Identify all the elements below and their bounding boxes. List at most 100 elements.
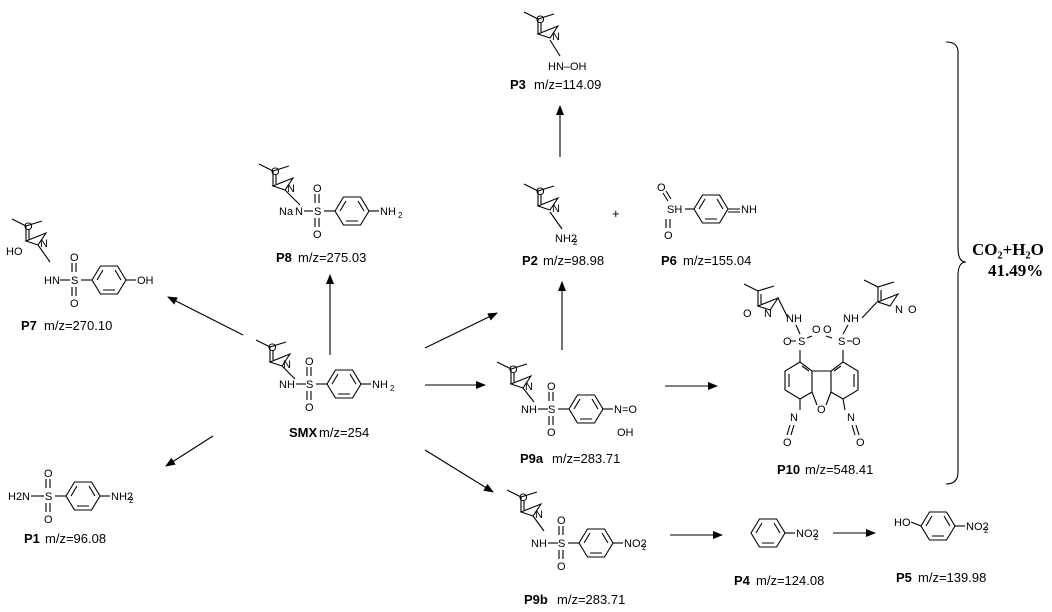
atom-s: S [558, 538, 565, 550]
atom-n: N [764, 308, 772, 320]
atom-hn: HN [44, 275, 60, 287]
mz-p4: m/z=124.08 [756, 573, 824, 588]
atom-o: O [783, 437, 792, 449]
atom-o: O [519, 492, 528, 504]
atom-o: O [852, 336, 861, 348]
atom-o: O [44, 514, 53, 526]
atom-n: N [790, 412, 798, 424]
mz-p7: m/z=270.10 [44, 318, 112, 333]
subscript-2: 2 [573, 238, 578, 247]
compound-p9a: O N NH S O O N=O OH P9a m/z=283.71 [496, 361, 637, 466]
arrow-smx-to-p9b [424, 449, 494, 493]
label-p7: P7 [21, 318, 37, 333]
atom-n: N [283, 359, 291, 371]
atom-nh: NH [531, 538, 547, 550]
atom-s: S [548, 404, 555, 416]
mz-p5: m/z=139.98 [918, 570, 986, 585]
arrow-smx-to-p1 [165, 435, 214, 467]
bracket [945, 41, 967, 485]
atom-no2: NO2 [966, 521, 989, 533]
atom-o: O [557, 561, 566, 573]
mz-p6: m/z=155.04 [683, 253, 751, 268]
compound-p7: O N HO HN S O O OH P7 m/z=270.10 [6, 218, 154, 333]
atom-o: O [70, 298, 79, 310]
atom-no2: NO2 [796, 528, 819, 540]
label-p2: P2 [522, 253, 538, 268]
mz-p8: m/z=275.03 [298, 250, 366, 265]
reaction-arrows [165, 105, 876, 539]
atom-o-furan: O [817, 404, 826, 416]
subscript-2: 2 [814, 533, 819, 542]
mineralization-products: CO₂+H₂O [972, 240, 1044, 259]
atom-oh: OH [617, 427, 634, 439]
compound-p1: H2N S O O NH2 2 P1 m/z=96.08 [8, 468, 134, 546]
atom-o: O [657, 182, 666, 194]
compound-p9b: O N NH S O O NO2 2 P9b m/z=283.71 [506, 489, 647, 607]
atom-n: N [287, 183, 295, 195]
atom-n-dbl-o: N=O [614, 404, 637, 416]
compound-smx: O N NH S O O NH 2 SMX m/z=254 [255, 339, 395, 440]
label-p3: P3 [510, 77, 526, 92]
subscript-2: 2 [398, 211, 403, 220]
mz-p3: m/z=114.09 [534, 77, 601, 92]
atom-n: N [295, 206, 303, 218]
atom-o: O [536, 14, 545, 26]
atom-o: O [44, 468, 53, 480]
atom-s: S [45, 491, 52, 503]
label-p9b: P9b [524, 592, 548, 607]
label-p5: P5 [896, 570, 912, 585]
atom-s: S [314, 206, 321, 218]
atom-o: O [70, 252, 79, 264]
compound-p8: O N Na N S O O NH 2 P8 m/z=275.03 [258, 163, 403, 265]
atom-s: S [306, 379, 313, 391]
mz-p2: m/z=98.98 [543, 253, 604, 268]
mz-smx: m/z=254 [319, 425, 369, 440]
atom-s: S [798, 336, 805, 348]
atom-n: N [525, 381, 533, 393]
atom-s: S [838, 336, 845, 348]
atom-n: N [552, 203, 560, 215]
atom-n: N [847, 412, 855, 424]
label-smx: SMX [289, 425, 318, 440]
atom-s: S [71, 275, 78, 287]
atom-o: O [743, 308, 752, 320]
atom-o: O [509, 364, 518, 376]
label-p8: P8 [276, 250, 292, 265]
plus-sign: + [612, 206, 620, 221]
compound-p5: HO NO2 2 P5 m/z=139.98 [894, 511, 989, 585]
atom-hn-oh: HN–OH [548, 61, 587, 73]
atom-o: O [557, 515, 566, 527]
atom-nh: NH [279, 379, 295, 391]
arrow-smx-to-p7 [167, 296, 244, 336]
mineralization-rate: 41.49% [988, 261, 1043, 280]
atom-sh: SH [667, 204, 682, 216]
mz-p9a: m/z=283.71 [552, 451, 620, 466]
atom-o: O [305, 402, 314, 414]
compound-p6: O SH O NH P6 m/z=155.04 [657, 182, 757, 268]
atom-nh: NH [786, 313, 802, 325]
label-p1: P1 [24, 531, 40, 546]
atom-no2: NO2 [624, 538, 647, 550]
atom-o: O [24, 221, 33, 233]
atom-o: O [856, 437, 865, 449]
atom-nh: NH [521, 404, 537, 416]
atom-h2n: H2N [8, 491, 30, 503]
atom-n: N [535, 509, 543, 521]
mz-p9b: m/z=283.71 [557, 592, 625, 607]
compound-p2: O N NH2 2 P2 m/z=98.98 [522, 183, 604, 268]
label-p9a: P9a [520, 451, 544, 466]
compound-p3: O N HN–OH P3 m/z=114.09 [510, 11, 601, 92]
atom-o: O [664, 230, 673, 242]
atom-nh2: NH2 [555, 233, 577, 245]
atom-ho: HO [6, 246, 23, 258]
mz-p10: m/z=548.41 [805, 462, 873, 477]
atom-n: N [552, 31, 560, 43]
atom-o: O [783, 336, 792, 348]
atom-na: Na [279, 206, 294, 218]
atom-o: O [823, 324, 832, 336]
atom-nh: NH [843, 313, 859, 325]
compound-p4: NO2 2 P4 m/z=124.08 [734, 518, 824, 588]
atom-o: O [313, 183, 322, 195]
label-p6: P6 [661, 253, 677, 268]
atom-nh2: NH2 [111, 491, 133, 503]
